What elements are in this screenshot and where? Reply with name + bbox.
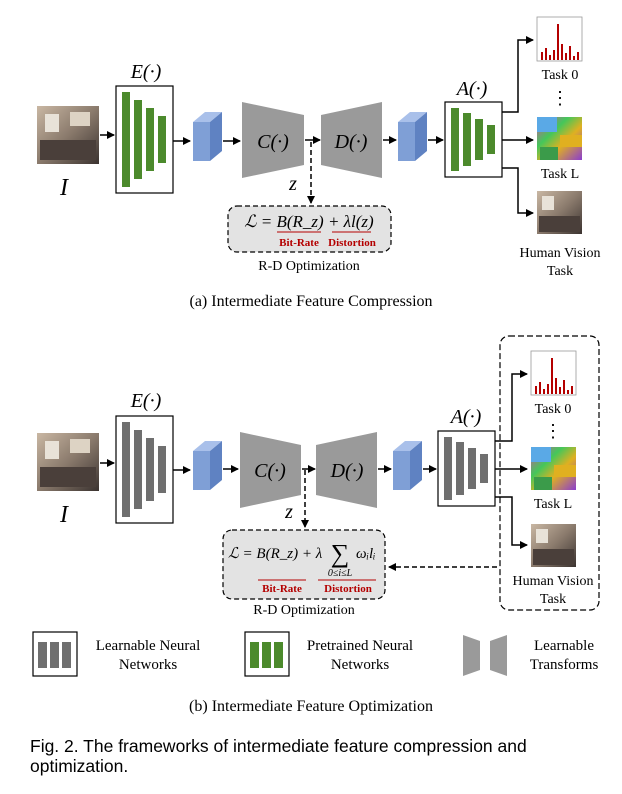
task0-label-a: Task 0 bbox=[542, 68, 579, 83]
human-label-a-line2: Task bbox=[547, 264, 573, 279]
feature-block-b1 bbox=[193, 441, 222, 490]
dots-b: ⋮ bbox=[544, 421, 562, 441]
compressor-shape-a bbox=[242, 102, 304, 178]
human-label-b-line2: Task bbox=[540, 592, 566, 607]
human-label-a-line1: Human Vision bbox=[520, 246, 601, 261]
compressor-label-a: C(·) bbox=[257, 131, 289, 153]
loss-formula-b: ℒ = B(R_z) + λ bbox=[228, 546, 323, 562]
human-vision-image-b bbox=[531, 524, 576, 567]
segmentation-map-a bbox=[537, 117, 582, 160]
latent-label-a: z bbox=[288, 173, 297, 195]
legend-pretrained-line2: Networks bbox=[331, 657, 389, 673]
branch-arrows-b bbox=[495, 370, 528, 549]
encoder-layers-a bbox=[122, 92, 166, 187]
panel-a: I E(·) C(·) D(·) bbox=[37, 16, 601, 310]
bitrate-label-a: Bit-Rate bbox=[279, 237, 319, 249]
legend-pretrained-line1: Pretrained Neural bbox=[307, 638, 413, 654]
compressor-label-b: C(·) bbox=[254, 460, 286, 482]
task0-histogram-b bbox=[530, 350, 577, 396]
loss-sum-range-b: 0≤i≤L bbox=[328, 568, 353, 579]
caption-b: (b) Intermediate Feature Optimization bbox=[189, 698, 433, 715]
legend-transforms-swatch bbox=[463, 635, 507, 676]
legend: Learnable Neural Networks Pretrained Neu… bbox=[32, 631, 599, 677]
loss-term-b: ωᵢlᵢ bbox=[356, 546, 376, 562]
dots-a: ⋮ bbox=[551, 88, 569, 108]
adapter-label-a: A(·) bbox=[455, 78, 488, 100]
caption-a: (a) Intermediate Feature Compression bbox=[189, 293, 432, 310]
distortion-label-b: Distortion bbox=[324, 583, 372, 595]
feature-block-b2 bbox=[393, 441, 422, 490]
adapter-layers-a bbox=[451, 108, 495, 171]
legend-transforms-line1: Learnable bbox=[534, 638, 594, 654]
input-image-a bbox=[37, 106, 99, 164]
panel-b: I E(·) C(·) D(·) A(·) bbox=[37, 335, 600, 618]
figure-caption: Fig. 2. The frameworks of intermediate f… bbox=[30, 736, 527, 776]
feature-block-a2 bbox=[398, 112, 427, 161]
decompressor-shape-a bbox=[321, 102, 382, 178]
branch-arrows-a bbox=[502, 36, 534, 217]
legend-learnable-line2: Networks bbox=[119, 657, 177, 673]
legend-transforms-line2: Transforms bbox=[530, 657, 599, 673]
legend-learnable-line1: Learnable Neural bbox=[96, 638, 201, 654]
rd-label-a: R-D Optimization bbox=[258, 259, 360, 274]
decompressor-shape-b bbox=[316, 432, 377, 508]
human-vision-image-a bbox=[537, 191, 582, 234]
taskL-label-b: Task L bbox=[534, 497, 572, 512]
loss-formula-a: ℒ = B(R_z) + λl(z) bbox=[244, 212, 374, 231]
loss-sum-b: ∑ bbox=[331, 539, 350, 568]
adapter-layers-b bbox=[444, 437, 488, 500]
input-label-b: I bbox=[59, 502, 69, 528]
input-image-b bbox=[37, 433, 99, 491]
decompressor-label-a: D(·) bbox=[334, 131, 368, 153]
encoder-label-b: E(·) bbox=[130, 390, 162, 412]
human-label-b-line1: Human Vision bbox=[513, 574, 594, 589]
task0-histogram-a bbox=[536, 16, 583, 62]
latent-label-b: z bbox=[284, 501, 293, 523]
adapter-label-b: A(·) bbox=[449, 406, 482, 428]
segmentation-map-b bbox=[531, 447, 576, 490]
encoder-layers-b bbox=[122, 422, 166, 517]
task-group-box-b bbox=[499, 335, 600, 611]
rd-label-b: R-D Optimization bbox=[253, 603, 355, 618]
loss-box-a bbox=[227, 205, 392, 253]
loss-box-b bbox=[222, 529, 386, 600]
input-label-a: I bbox=[59, 175, 69, 201]
feature-block-a1 bbox=[193, 112, 222, 161]
bitrate-label-b: Bit-Rate bbox=[262, 583, 302, 595]
compressor-shape-b bbox=[240, 432, 301, 508]
decompressor-label-b: D(·) bbox=[330, 460, 364, 482]
encoder-label-a: E(·) bbox=[130, 61, 162, 83]
taskL-text-a: Task L bbox=[541, 167, 579, 182]
distortion-label-a: Distortion bbox=[328, 237, 376, 249]
taskL-text-b: Task L bbox=[534, 497, 572, 512]
taskL-label-a: Task L bbox=[541, 167, 579, 182]
task0-label-b: Task 0 bbox=[535, 402, 572, 417]
